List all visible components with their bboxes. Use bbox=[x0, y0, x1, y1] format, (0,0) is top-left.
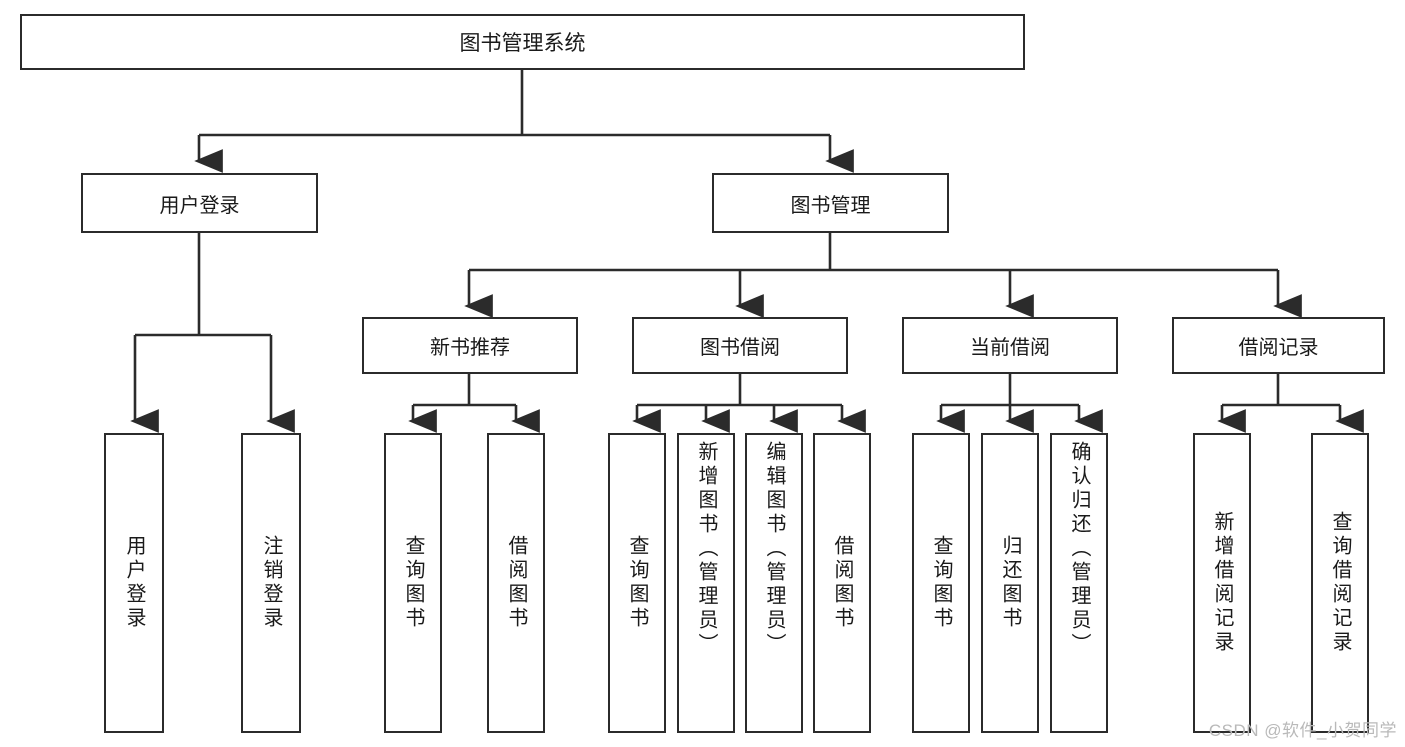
leaf-user-login-label: 用户登录 bbox=[123, 535, 145, 631]
node-leaf-confirm-return[interactable]: 确认归还（管理员） bbox=[1050, 433, 1108, 733]
node-leaf-logout-login[interactable]: 注销登录 bbox=[241, 433, 301, 733]
node-leaf-return-book[interactable]: 归还图书 bbox=[981, 433, 1039, 733]
node-book-manage-label: 图书管理 bbox=[790, 194, 871, 217]
node-leaf-user-login[interactable]: 用户登录 bbox=[104, 433, 164, 733]
node-user-login-label: 用户登录 bbox=[159, 194, 240, 217]
node-current-borrow[interactable]: 当前借阅 bbox=[902, 317, 1118, 374]
leaf-query-book-2-label: 查询图书 bbox=[626, 535, 648, 631]
node-user-login[interactable]: 用户登录 bbox=[81, 173, 318, 233]
node-leaf-query-book-3[interactable]: 查询图书 bbox=[912, 433, 970, 733]
leaf-confirm-return-label: 确认归还（管理员） bbox=[1068, 441, 1090, 657]
csdn-watermark: CSDN @软件_小贺同学 bbox=[1208, 721, 1397, 740]
leaf-query-book-3-label: 查询图书 bbox=[930, 535, 952, 631]
leaf-logout-login-label: 注销登录 bbox=[260, 535, 282, 631]
leaf-add-record-label: 新增借阅记录 bbox=[1211, 511, 1233, 655]
node-root-label: 图书管理系统 bbox=[459, 32, 586, 55]
node-leaf-borrow-book-2[interactable]: 借阅图书 bbox=[813, 433, 871, 733]
node-leaf-borrow-book-1[interactable]: 借阅图书 bbox=[487, 433, 545, 733]
leaf-query-book-1-label: 查询图书 bbox=[402, 535, 424, 631]
node-new-book-recommend-label: 新书推荐 bbox=[430, 337, 510, 359]
node-new-book-recommend[interactable]: 新书推荐 bbox=[362, 317, 578, 374]
leaf-return-book-label: 归还图书 bbox=[999, 535, 1021, 631]
node-leaf-add-book[interactable]: 新增图书（管理员） bbox=[677, 433, 735, 733]
node-leaf-query-record[interactable]: 查询借阅记录 bbox=[1311, 433, 1369, 733]
node-leaf-add-record[interactable]: 新增借阅记录 bbox=[1193, 433, 1251, 733]
node-leaf-edit-book[interactable]: 编辑图书（管理员） bbox=[745, 433, 803, 733]
leaf-borrow-book-1-label: 借阅图书 bbox=[505, 535, 527, 631]
leaf-add-book-label: 新增图书（管理员） bbox=[695, 441, 717, 657]
node-borrow-record[interactable]: 借阅记录 bbox=[1172, 317, 1385, 374]
node-leaf-query-book-1[interactable]: 查询图书 bbox=[384, 433, 442, 733]
node-current-borrow-label: 当前借阅 bbox=[970, 337, 1050, 359]
leaf-borrow-book-2-label: 借阅图书 bbox=[831, 535, 853, 631]
node-book-borrow[interactable]: 图书借阅 bbox=[632, 317, 848, 374]
node-leaf-query-book-2[interactable]: 查询图书 bbox=[608, 433, 666, 733]
leaf-edit-book-label: 编辑图书（管理员） bbox=[763, 441, 785, 657]
node-borrow-record-label: 借阅记录 bbox=[1238, 337, 1319, 359]
leaf-query-record-label: 查询借阅记录 bbox=[1329, 511, 1351, 655]
node-book-borrow-label: 图书借阅 bbox=[700, 337, 780, 359]
node-book-manage[interactable]: 图书管理 bbox=[712, 173, 949, 233]
node-root[interactable]: 图书管理系统 bbox=[20, 14, 1025, 70]
